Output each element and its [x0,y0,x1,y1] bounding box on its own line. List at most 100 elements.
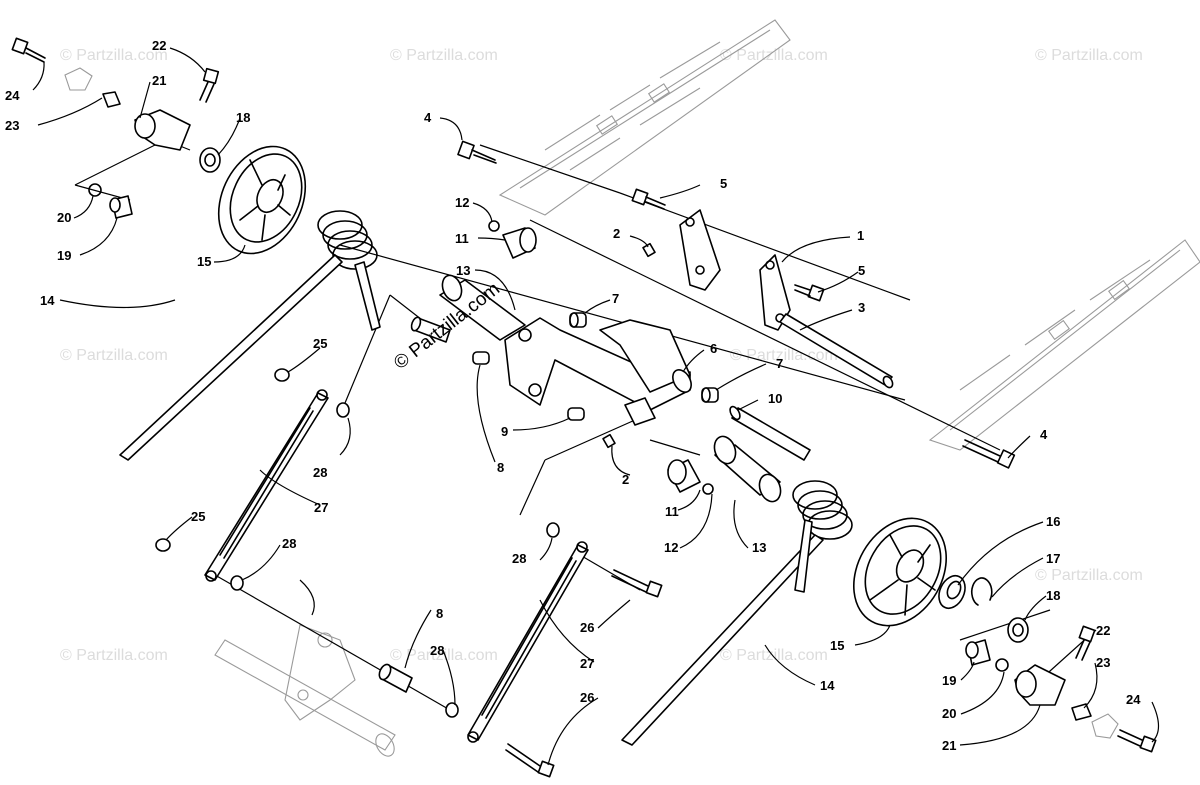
tube-part-13 [439,274,526,341]
callout-label: 23 [1096,655,1110,670]
clip-part-12 [702,483,714,495]
nut-part-23 [1071,703,1092,721]
callout-label: 21 [942,738,956,753]
callout-label: 22 [1096,623,1110,638]
watermark: © Partzilla.com [1035,47,1143,64]
shaft-part-3 [779,313,894,389]
bushing-part-7 [569,312,587,328]
washer-part-20 [88,183,102,197]
callout-label: 6 [710,341,717,356]
callout-label: 13 [752,540,766,555]
callout-label: 15 [197,254,211,269]
callout-label: 11 [455,231,469,246]
callout-label: 27 [314,500,328,515]
bolt-part-5 [631,188,666,210]
idler-wheel-part-15 [217,145,307,255]
watermark: © Partzilla.com [390,47,498,64]
callout-label: 3 [858,300,865,315]
link-part-27 [467,541,589,743]
callout-label: 8 [497,460,504,475]
washer-part-28 [546,522,560,538]
callout-label: 2 [613,226,620,241]
watermark: © Partzilla.com [720,47,828,64]
bumper-part-11 [502,227,537,259]
callout-label: 23 [5,118,19,133]
bolt-part-26 [611,569,663,598]
washer-part-28 [445,702,459,718]
callout-label: 7 [776,356,783,371]
callout-label: 14 [40,293,55,308]
callout-label: 28 [282,536,296,551]
clip-part-12 [488,220,500,232]
spacer-part-19 [965,639,991,666]
callout-label: 13 [456,263,470,278]
nut-part-25 [274,368,290,382]
bolt-part-22 [1075,625,1096,661]
washer-part-18 [1012,623,1024,637]
bolt-part-24 [1091,713,1157,753]
tube-part-13 [713,435,782,503]
callout-label: 21 [152,73,166,88]
callout-label: 16 [1046,514,1060,529]
leader-lines [32,47,1160,766]
callout-labels: 1 2 2 3 4 4 5 5 6 7 7 8 8 9 10 11 11 12 … [5,38,1141,753]
callout-label: 19 [942,673,956,688]
watermark: © Partzilla.com [720,647,828,664]
callout-label: 5 [720,176,727,191]
callout-label: 20 [942,706,956,721]
lower-rail-frame [928,239,1200,451]
bushing-part-7 [701,387,719,403]
callout-label: 28 [313,465,327,480]
watermark: © Partzilla.com [730,347,838,364]
washer-part-18 [1007,617,1029,643]
callout-label: 10 [768,391,782,406]
callout-label: 25 [191,509,205,524]
upper-rail-frame [498,19,791,216]
callout-label: 8 [436,606,443,621]
bolt-part-5 [794,284,825,302]
spacer-part-19 [109,195,133,219]
callout-label: 24 [1126,692,1141,707]
callout-label: 11 [665,504,679,519]
callout-label: 2 [622,472,629,487]
washer-part-18 [204,153,216,167]
callout-label: 4 [424,110,432,125]
block-part-21 [134,109,191,151]
bushing-part-9 [472,351,585,421]
pin-part-8 [410,316,451,343]
callout-label: 27 [580,656,594,671]
callout-label: 5 [858,263,865,278]
washer-part-20 [995,658,1009,672]
callout-label: 28 [512,551,526,566]
callout-label: 7 [612,291,619,306]
watermark: © Partzilla.com [390,647,498,664]
callout-label: 19 [57,248,71,263]
callout-label: 15 [830,638,844,653]
watermark-layer: © Partzilla.com © Partzilla.com © Partzi… [60,47,1143,664]
arm-part-6 [504,317,692,411]
watermark: © Partzilla.com [60,647,168,664]
callout-label: 14 [820,678,835,693]
nut-part-23 [102,91,121,108]
bolt-part-26 [505,743,555,778]
washer-part-18 [199,147,221,173]
callout-label: 26 [580,690,594,705]
callout-label: 18 [1046,588,1060,603]
link-part-27 [204,389,329,582]
bumper-part-11 [667,459,701,493]
torsion-spring-part-14 [119,210,381,461]
shaft-part-10 [729,405,811,461]
set-screw-part-2 [642,242,656,258]
washer-part-28 [230,575,244,591]
bolt-part-22 [199,67,220,103]
callout-label: 4 [1040,427,1048,442]
watermark: © Partzilla.com [1035,567,1143,584]
bolt-part-24 [11,37,93,91]
torsion-spring-part-14 [621,480,853,746]
snap-ring-part-17 [971,577,993,606]
bracket-part-1 [679,209,721,291]
lower-shaft-assembly [214,624,396,757]
callout-label: 18 [236,110,250,125]
idler-wheel-part-15 [852,517,948,627]
